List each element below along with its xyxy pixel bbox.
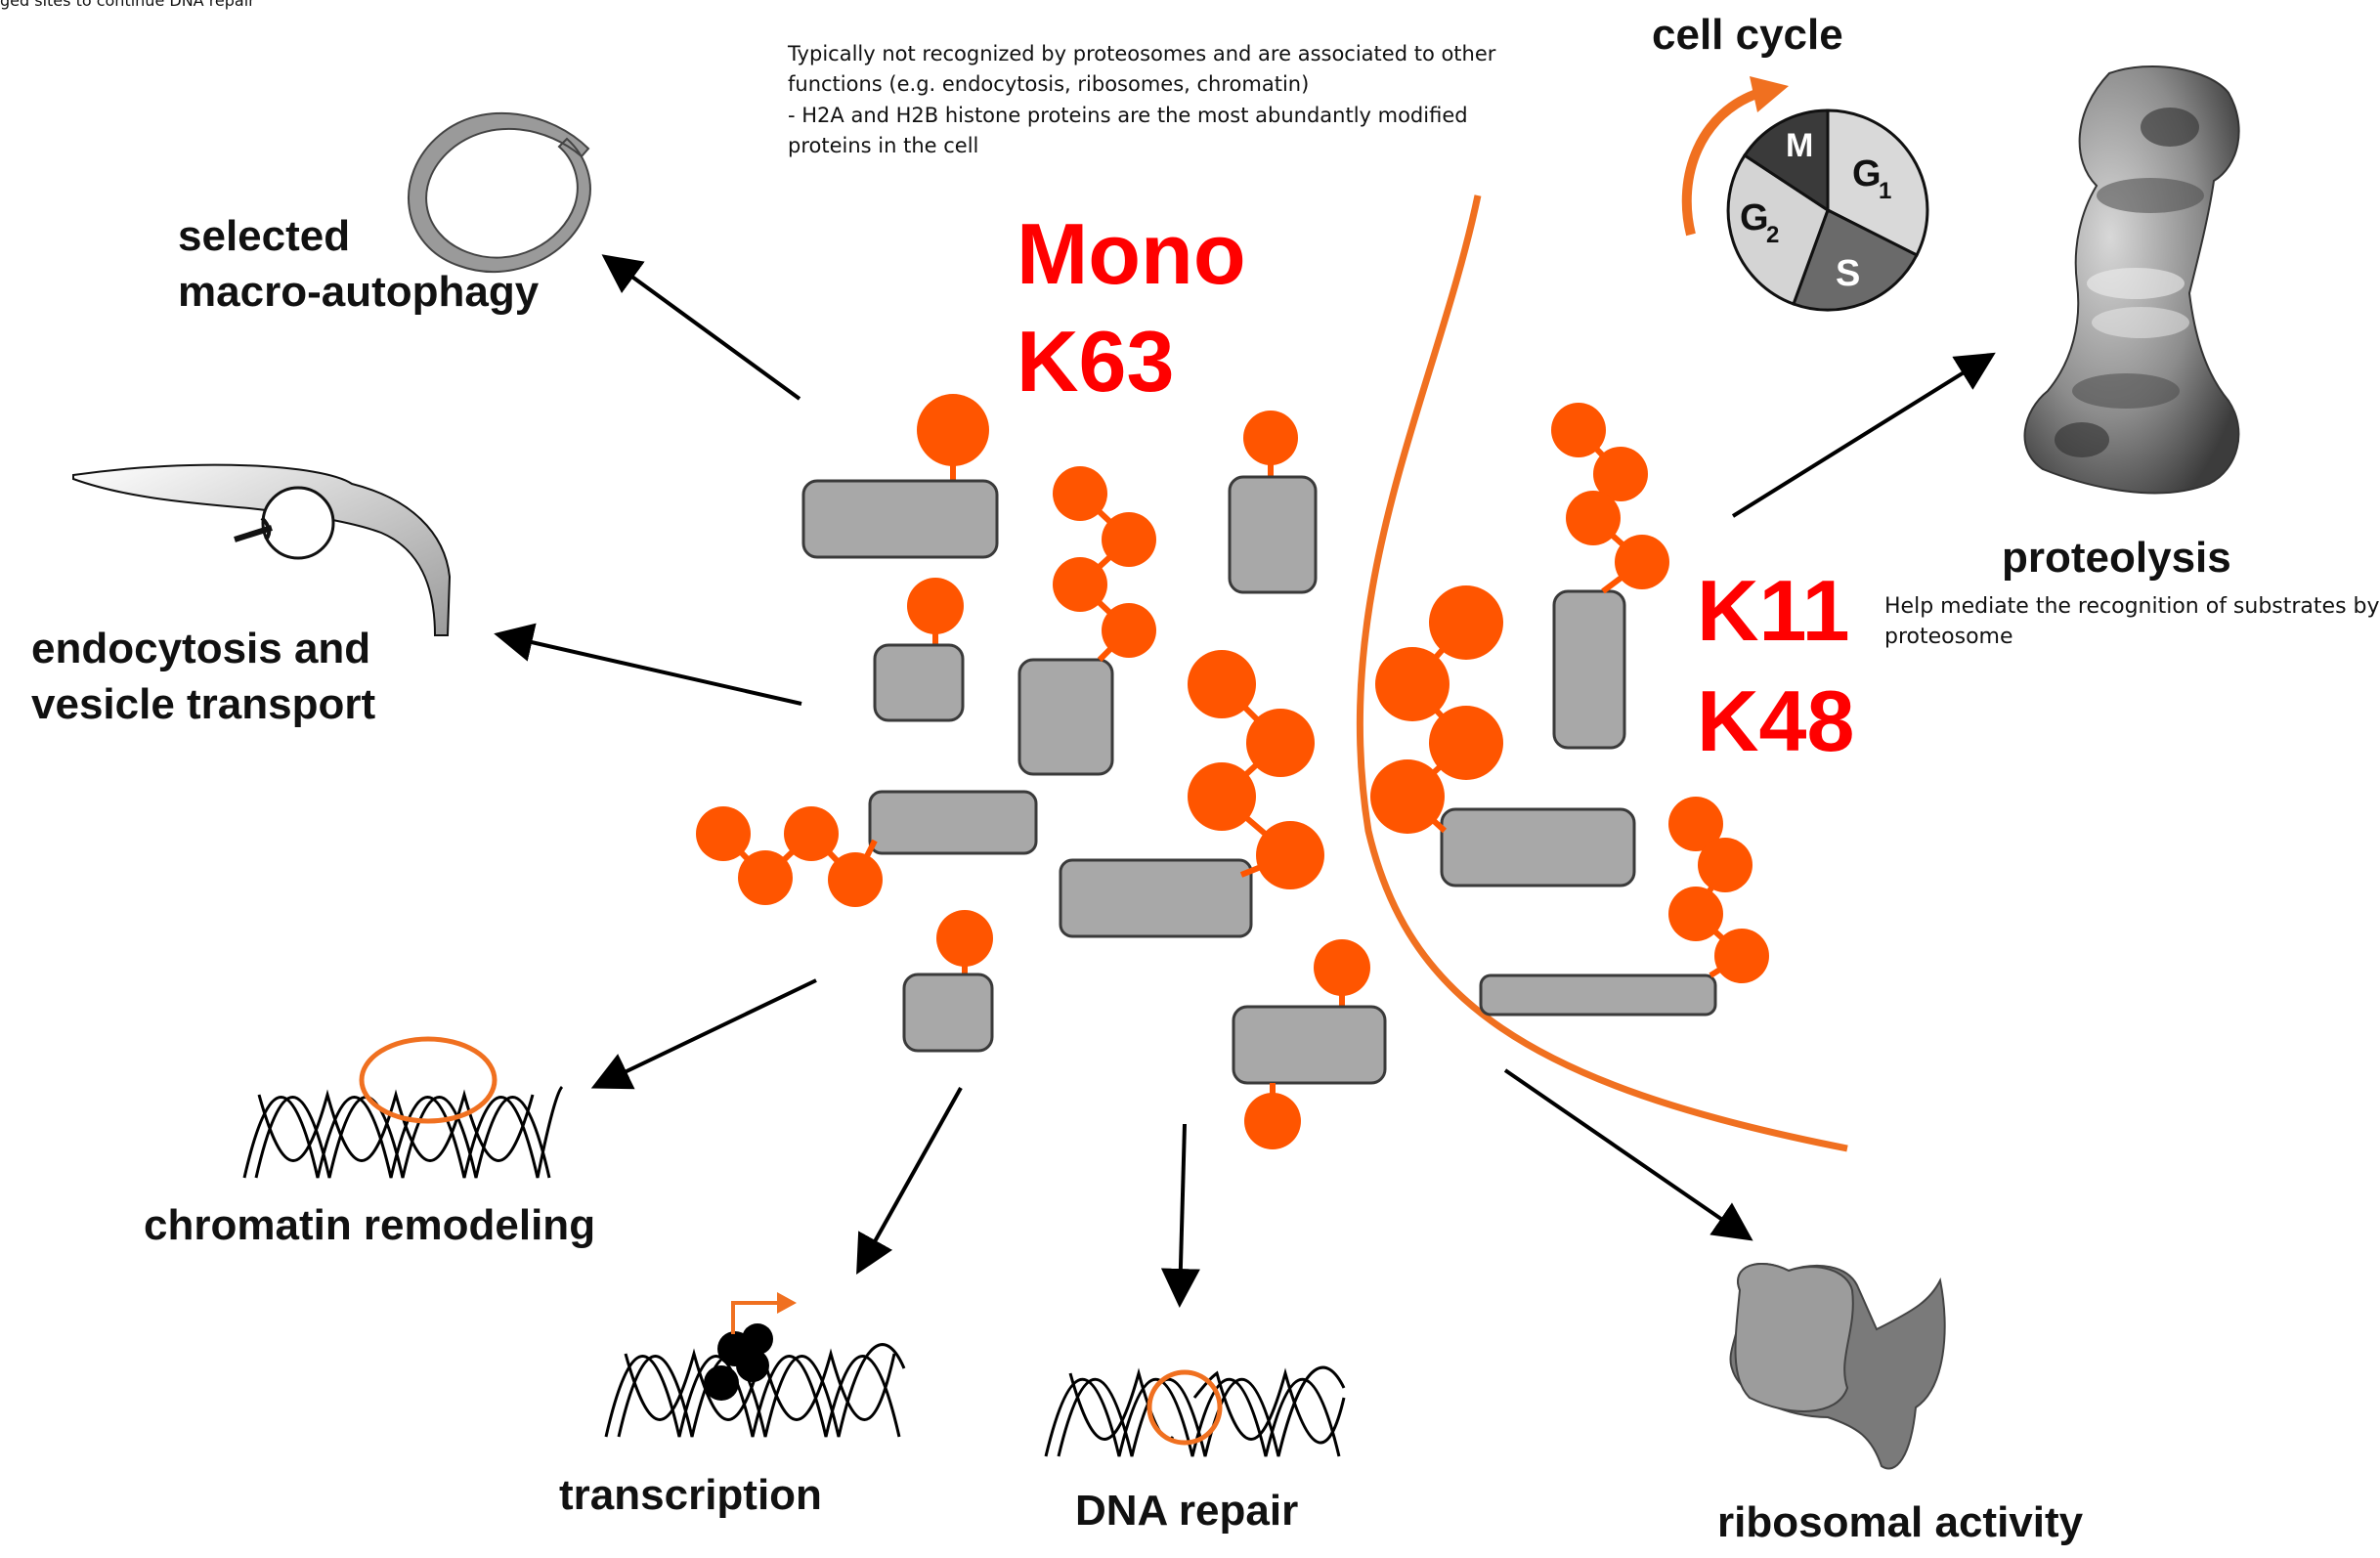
- phase-s: S: [1836, 253, 1860, 294]
- ubiquitin-mono: [907, 578, 964, 634]
- cell-cycle-label: cell cycle: [1652, 11, 1843, 59]
- chromatin-label: chromatin remodeling: [144, 1201, 595, 1249]
- k11-label: K11: [1697, 562, 1850, 659]
- phase-m: M: [1786, 127, 1813, 164]
- linear-chain: [696, 806, 883, 907]
- autophagy-crescent-icon: [408, 111, 591, 274]
- protein-box: [873, 643, 965, 722]
- pie-s: [1792, 207, 1920, 312]
- arrow-to-ribosomal: [1503, 1068, 1753, 1241]
- autophagy-label-2: macro-autophagy: [178, 268, 540, 316]
- protein-box: [1228, 475, 1318, 594]
- transcription-dna-icon: [604, 1292, 906, 1438]
- arrows: [494, 254, 1996, 1308]
- autophagy-label-1: selected: [178, 212, 350, 260]
- ubiquitin-mono: [1243, 411, 1298, 465]
- endocytosis-label-2: vesicle transport: [31, 680, 375, 728]
- note-line-2: functions (e.g. endocytosis, ribosomes, …: [788, 72, 1309, 96]
- arrow-to-proteolysis: [1731, 352, 1996, 518]
- note-line-4: proteins in the cell: [788, 134, 978, 157]
- pie-g2: [1726, 152, 1830, 306]
- divider-curve: [1356, 195, 1848, 1152]
- arrow-to-endocytosis: [494, 623, 802, 706]
- protein-box: [801, 479, 999, 559]
- arrow-to-transcription: [856, 1087, 963, 1275]
- mono-k63-note: Typically not recognized by proteosomes …: [787, 42, 1496, 157]
- protein-box: [1059, 858, 1253, 938]
- dna-repair-icon: [1044, 1365, 1346, 1457]
- ubiquitinated-proteins: [696, 394, 1769, 1149]
- protein-box: [1552, 589, 1626, 750]
- ubiquitin-mono: [1244, 1093, 1301, 1149]
- phase-g1: G: [1852, 153, 1882, 195]
- proteolysis-label: proteolysis: [2002, 534, 2231, 582]
- chromatin-dna-icon: [242, 1036, 564, 1179]
- protein-box: [1479, 974, 1717, 1017]
- pie-g1: [1826, 108, 1929, 258]
- k11-chain-2: [1668, 797, 1769, 983]
- k48-chain: [1370, 585, 1503, 834]
- proteolysis-note-1: Help mediate the recognition of substrat…: [1884, 594, 2380, 619]
- protein-box: [1232, 1005, 1387, 1085]
- top-fragment-text: ged sites to continue DNA repair: [0, 0, 255, 10]
- phase-g2: G: [1740, 197, 1769, 238]
- protein-box: [868, 790, 1038, 855]
- proteolysis-note-2: proteosome: [1884, 625, 2013, 649]
- note-line-3: - H2A and H2B histone proteins are the m…: [788, 104, 1468, 127]
- protein-box: [902, 973, 994, 1053]
- pie-m: [1742, 108, 1830, 213]
- cell-cycle-arrow-icon: [1681, 76, 1789, 237]
- arrow-to-dna-repair: [1160, 1123, 1200, 1308]
- ubiquitin-mono: [917, 394, 989, 466]
- mono-label: Mono: [1017, 205, 1246, 302]
- arrow-to-chromatin: [590, 978, 817, 1090]
- dna-repair-label: DNA repair: [1075, 1487, 1298, 1535]
- cell-cycle-pie: M G 1 G 2 S: [1726, 108, 1929, 312]
- ubiquitin-mono: [1314, 939, 1370, 996]
- ribosomal-label: ribosomal activity: [1717, 1498, 2084, 1546]
- note-line-1: Typically not recognized by proteosomes …: [787, 42, 1496, 65]
- phase-g2-sub: 2: [1766, 222, 1779, 248]
- k63-label: K63: [1017, 313, 1174, 410]
- k11-chain: [1551, 403, 1669, 594]
- k63-chain: [1053, 466, 1156, 663]
- ubiquitin-mono: [936, 910, 993, 967]
- transcription-label: transcription: [559, 1471, 822, 1519]
- ribosome-icon: [1729, 1262, 1946, 1470]
- k48-style-chain: [1188, 650, 1324, 889]
- protein-box: [1017, 658, 1114, 776]
- endocytosis-vesicle-icon: [72, 463, 452, 636]
- endocytosis-label-1: endocytosis and: [31, 625, 370, 672]
- proteasome-icon: [2023, 65, 2240, 495]
- arrow-to-autophagy: [601, 254, 801, 401]
- phase-g1-sub: 1: [1879, 178, 1891, 204]
- k48-label: K48: [1697, 672, 1854, 769]
- protein-box: [1440, 807, 1636, 887]
